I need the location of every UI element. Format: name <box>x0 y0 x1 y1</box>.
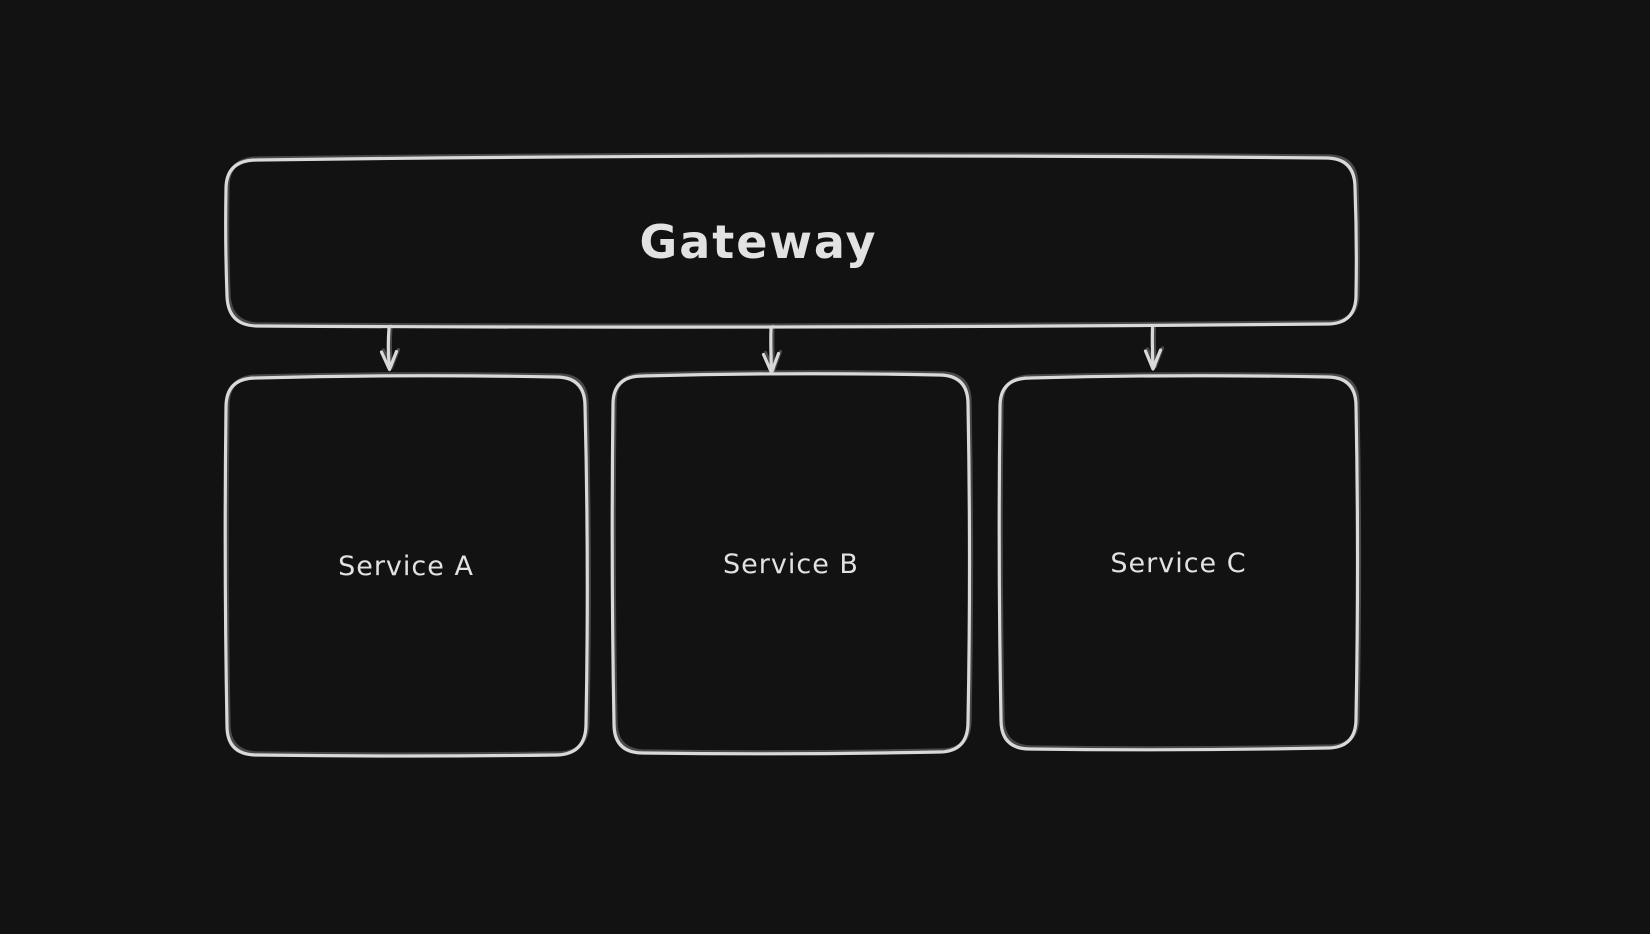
service-c-box-border <box>997 374 1360 752</box>
service-a-box-border <box>223 374 589 758</box>
edge-a-arrowhead <box>379 349 399 372</box>
service-a-node-outline[interactable] <box>223 374 589 758</box>
edge-c-stem <box>1150 326 1155 370</box>
edge-gateway-to-service-b[interactable] <box>761 326 781 375</box>
edge-b-stem <box>769 326 774 373</box>
service-c-node-label[interactable]: Service C <box>1110 547 1247 579</box>
gateway-node-label[interactable]: Gateway <box>639 214 878 269</box>
service-b-node-outline[interactable] <box>610 372 972 756</box>
service-b-box-border <box>610 372 972 756</box>
gateway-box-border <box>224 154 1358 329</box>
gateway-node-outline[interactable] <box>224 154 1358 329</box>
service-b-node-label[interactable]: Service B <box>723 548 859 580</box>
service-c-node-outline[interactable] <box>997 374 1360 752</box>
service-a-node-label[interactable]: Service A <box>338 550 474 582</box>
edge-b-arrowhead <box>761 351 781 375</box>
edge-a-stem <box>386 326 392 369</box>
edge-gateway-to-service-c[interactable] <box>1143 326 1163 371</box>
edge-c-arrowhead <box>1143 348 1163 371</box>
edge-gateway-to-service-a[interactable] <box>379 326 399 372</box>
